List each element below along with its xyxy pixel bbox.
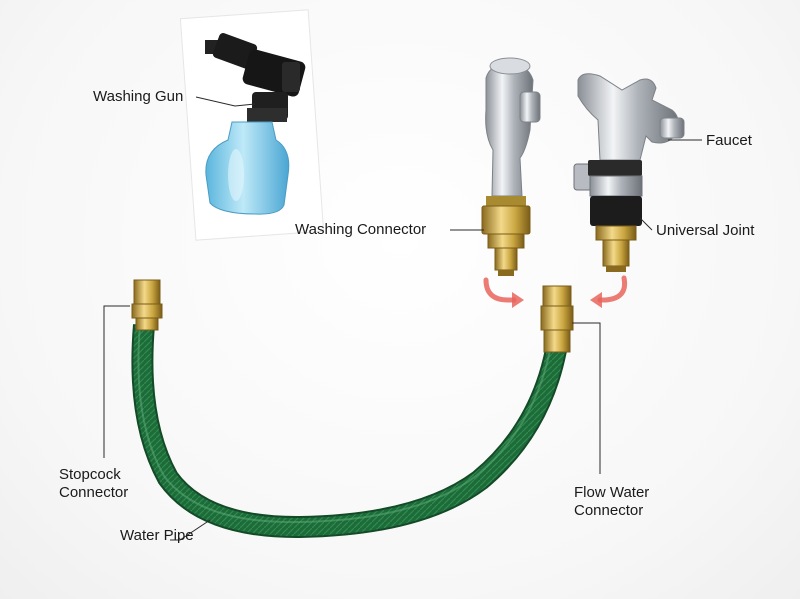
label-flow-water-connector: Flow Water Connector bbox=[574, 484, 684, 520]
washing-gun-illustration bbox=[179, 9, 325, 241]
label-universal-joint: Universal Joint bbox=[656, 222, 755, 239]
label-stopcock-line1: Stopcock bbox=[59, 466, 121, 483]
leader-flow-water bbox=[572, 322, 601, 474]
label-water-pipe: Water Pipe bbox=[120, 527, 194, 544]
label-washing-gun: Washing Gun bbox=[93, 88, 184, 105]
stopcock-connector-illustration bbox=[131, 279, 163, 331]
left-faucet-illustration bbox=[485, 57, 541, 197]
leader-universal-joint bbox=[639, 217, 653, 231]
leader-stopcock bbox=[103, 305, 130, 458]
water-pipe-illustration bbox=[131, 324, 567, 539]
label-stopcock-line2: Connector bbox=[59, 484, 129, 501]
washing-connector-illustration bbox=[481, 196, 531, 276]
right-faucet-illustration bbox=[577, 73, 685, 161]
flow-water-connector-illustration bbox=[540, 285, 574, 353]
leader-water-pipe bbox=[170, 519, 211, 541]
universal-joint-illustration bbox=[573, 160, 643, 272]
leader-lines bbox=[103, 96, 702, 541]
label-flow-water-line2: Connector bbox=[574, 502, 644, 519]
rotate-arrow-icons bbox=[483, 275, 628, 308]
label-flow-water-line1: Flow Water bbox=[574, 484, 650, 501]
label-washing-connector: Washing Connector bbox=[295, 221, 427, 238]
label-stopcock-connector: Stopcock Connector bbox=[59, 466, 159, 502]
leader-washing-gun bbox=[195, 96, 256, 107]
label-faucet: Faucet bbox=[706, 132, 752, 149]
